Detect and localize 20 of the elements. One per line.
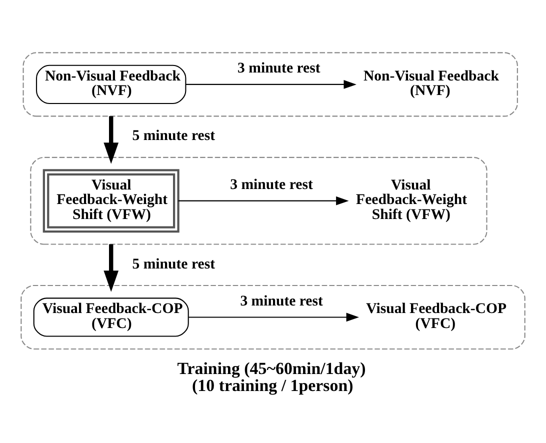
node-text: Visual Feedback-COP (VFC) [366, 300, 507, 332]
cluster [22, 52, 518, 116]
edge-label: 3 minute rest [230, 176, 313, 192]
edge-label: 5 minute rest [132, 256, 216, 272]
node-box: Visual Feedback-Weight Shift (VFW) [42, 168, 180, 232]
cluster [20, 284, 526, 349]
edge-label: 3 minute rest [240, 292, 323, 309]
arrow [104, 116, 119, 164]
arrow [104, 244, 119, 292]
node-text: Visual Feedback-Weight Shift (VFW) [356, 176, 468, 223]
arrow [178, 196, 349, 205]
cluster [30, 156, 488, 244]
node-box: Non-Visual Feedback (NVF) [36, 64, 186, 104]
edge-label: 3 minute rest [238, 60, 320, 76]
arrow [188, 312, 360, 322]
node-text: Non-Visual Feedback (NVF) [363, 68, 499, 99]
caption: Training (45~60min/1day) (10 training / 1person) [177, 358, 366, 395]
arrow [186, 80, 356, 88]
edge-label: 5 minute rest [132, 128, 216, 144]
node-box: Visual Feedback-COP (VFC) [33, 297, 189, 336]
